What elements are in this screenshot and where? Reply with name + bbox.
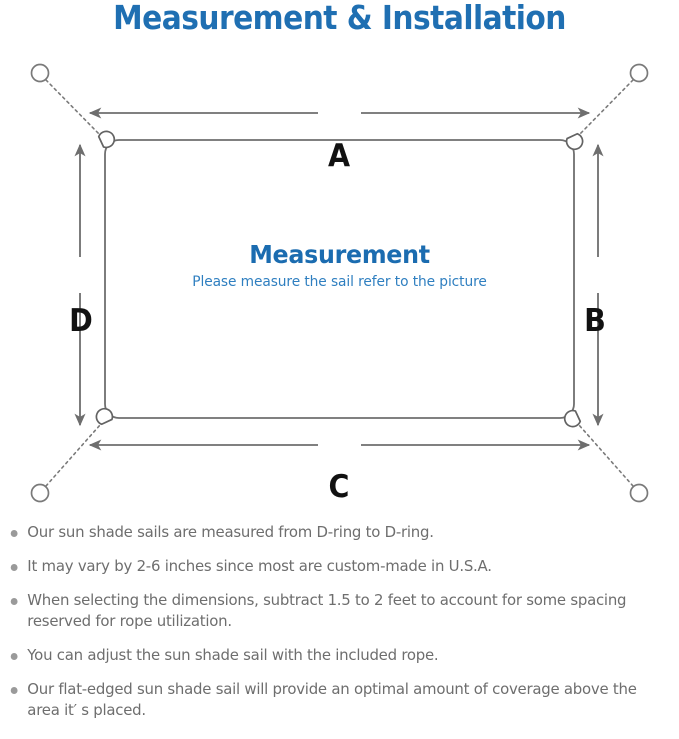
sail-measurement-diagram: Measurement Please measure the sail refe… xyxy=(0,45,679,515)
list-item: Our flat-edged sun shade sail will provi… xyxy=(0,679,662,721)
d-ring-bottom-right xyxy=(563,409,582,428)
d-rings xyxy=(95,130,584,428)
anchor-circle-bottom-left xyxy=(30,483,50,503)
list-item-text: You can adjust the sun shade sail with t… xyxy=(27,646,439,664)
rope-line-bottom-left xyxy=(45,424,101,487)
rope-line-top-left xyxy=(45,79,101,136)
rope-line-bottom-right xyxy=(578,424,634,487)
rope-lines xyxy=(45,79,634,487)
bullet-icon xyxy=(10,598,18,605)
dimension-label-a: A xyxy=(327,138,351,174)
d-ring-top-left xyxy=(97,130,116,149)
d-ring-top-right xyxy=(565,132,584,151)
list-item-text: When selecting the dimensions, subtract … xyxy=(27,591,627,630)
anchor-circle-top-left xyxy=(30,63,50,83)
list-item-text: Our sun shade sails are measured from D-… xyxy=(27,523,434,541)
list-item: You can adjust the sun shade sail with t… xyxy=(0,645,662,666)
list-item-text: It may vary by 2-6 inches since most are… xyxy=(27,557,492,575)
list-item: It may vary by 2-6 inches since most are… xyxy=(0,556,662,577)
list-item-text: Our flat-edged sun shade sail will provi… xyxy=(27,680,637,719)
rope-line-top-right xyxy=(578,79,634,136)
list-item: Our sun shade sails are measured from D-… xyxy=(0,522,662,543)
dimension-label-d: D xyxy=(69,303,93,339)
anchor-circle-bottom-right xyxy=(629,483,649,503)
anchor-circle-top-right xyxy=(629,63,649,83)
dimension-label-b: B xyxy=(584,303,606,339)
list-item: When selecting the dimensions, subtract … xyxy=(0,590,662,632)
notes-list: Our sun shade sails are measured from D-… xyxy=(0,522,679,734)
bullet-icon xyxy=(10,530,18,537)
anchor-circles xyxy=(30,63,649,503)
d-ring-bottom-left xyxy=(95,407,114,426)
bullet-icon xyxy=(10,653,18,660)
page-title: Measurement & Installation xyxy=(113,0,566,37)
sail-body xyxy=(104,139,575,419)
dimension-label-c: C xyxy=(328,469,350,505)
bullet-icon xyxy=(10,564,18,571)
bullet-icon xyxy=(10,687,18,694)
